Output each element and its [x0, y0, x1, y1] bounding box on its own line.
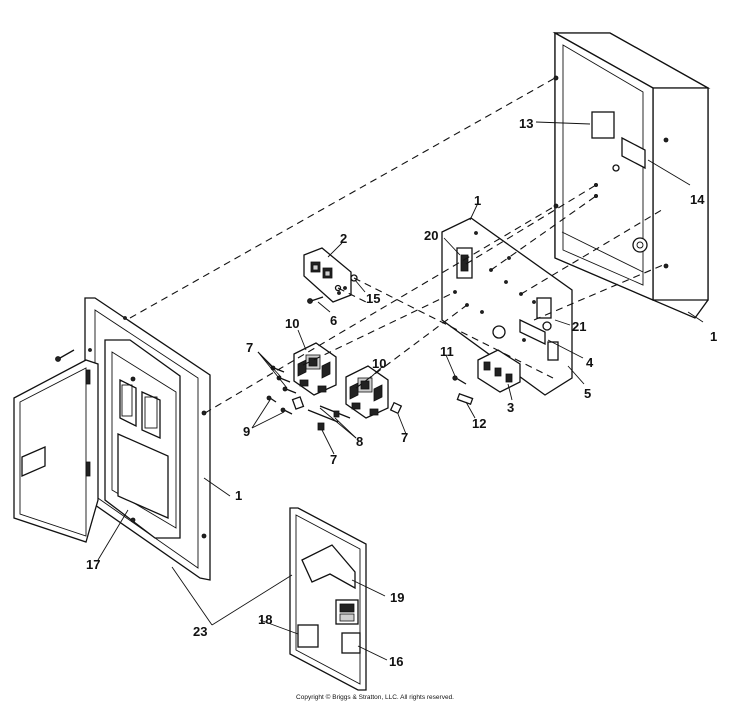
callout-21: 21 [572, 319, 586, 334]
callout-7-top: 7 [246, 340, 253, 355]
callout-19: 19 [390, 590, 404, 605]
screw-door [55, 349, 75, 362]
callout-9: 9 [243, 424, 250, 439]
callout-4: 4 [586, 355, 594, 370]
callout-14: 14 [690, 192, 705, 207]
callout-1-panel: 1 [235, 488, 242, 503]
callout-10-left: 10 [285, 316, 299, 331]
breaker-right [345, 365, 389, 419]
screw-6 [307, 296, 324, 304]
callout-3: 3 [507, 400, 514, 415]
enclosure-box [552, 31, 711, 319]
assembly-lines [129, 77, 666, 414]
callout-13: 13 [519, 116, 533, 131]
label-19 [301, 544, 356, 590]
callout-1-plate: 1 [474, 193, 481, 208]
callout-1-box: 1 [710, 329, 717, 344]
callout-16: 16 [389, 654, 403, 669]
callout-10-right: 10 [372, 356, 386, 371]
callout-15: 15 [366, 291, 380, 306]
callout-17: 17 [86, 557, 100, 572]
hardware-screws [266, 365, 403, 431]
callout-20: 20 [424, 228, 438, 243]
callout-5: 5 [584, 386, 591, 401]
front-door [13, 359, 99, 543]
callout-12: 12 [472, 416, 486, 431]
copyright-notice: Copyright © Briggs & Stratton, LLC. All … [296, 694, 454, 701]
label-14 [621, 136, 646, 170]
label-16 [341, 632, 361, 654]
screw-11 [452, 375, 467, 385]
label-13 [591, 111, 615, 139]
fuse-12 [456, 392, 474, 406]
callout-6: 6 [330, 313, 337, 328]
label-21 [536, 297, 552, 319]
label-17 [117, 433, 169, 519]
callouts: 13 14 1 20 2 15 6 21 1 4 5 10 10 11 7 3 … [86, 116, 717, 669]
callout-8: 8 [356, 434, 363, 449]
callout-18: 18 [258, 612, 272, 627]
callout-11: 11 [440, 344, 454, 359]
front-panel-frame [55, 297, 211, 581]
callout-23: 23 [193, 624, 207, 639]
breaker-left [293, 342, 337, 396]
callout-7-bottom: 7 [330, 452, 337, 467]
terminal-block [452, 349, 521, 406]
leader-lines [97, 121, 704, 661]
label-sheet [289, 507, 367, 691]
callout-7-right: 7 [401, 430, 408, 445]
circuit-board [303, 247, 358, 304]
callout-2: 2 [340, 231, 347, 246]
label-18 [297, 624, 319, 648]
